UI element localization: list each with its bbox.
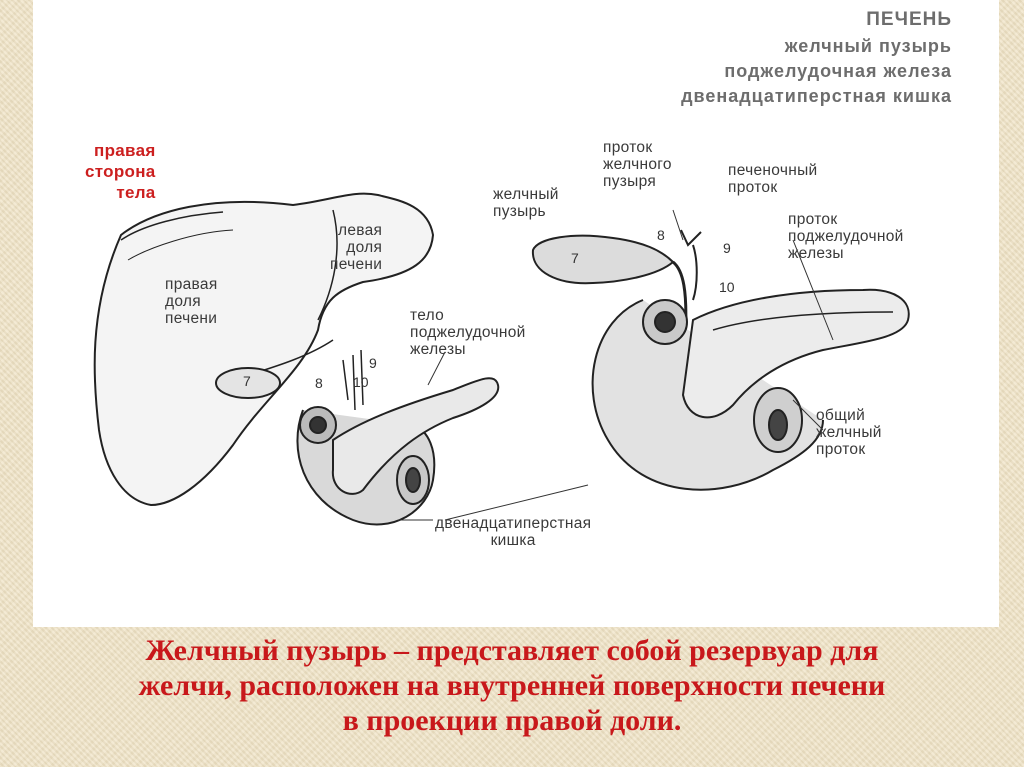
number-right-9: 9 (723, 240, 731, 256)
gallbladder-right (533, 236, 673, 284)
number-left-7: 7 (243, 373, 251, 389)
label-left-lobe: левая доля печени (330, 222, 382, 273)
title-duodenum: двенадцатиперстная кишка (681, 84, 952, 108)
number-right-8: 8 (657, 227, 665, 243)
title-pancreas: поджелудочная железа (724, 59, 952, 83)
label-duodenum: двенадцатиперстная кишка (435, 515, 591, 549)
number-left-10: 10 (353, 374, 369, 390)
caption-line-2: желчи, расположен на внутренней поверхно… (0, 668, 1024, 703)
label-common-bile-duct: общий желчный проток (816, 407, 882, 458)
caption-line-3: в проекции правой доли. (0, 703, 1024, 738)
label-gallbladder: желчный пузырь (493, 186, 559, 220)
anatomy-figure: ПЕЧЕНЬ желчный пузырь поджелудочная желе… (33, 0, 999, 627)
label-right-lobe: правая доля печени (165, 276, 218, 327)
number-left-8: 8 (315, 375, 323, 391)
number-right-7: 7 (571, 250, 579, 266)
label-cystic-duct: проток желчного пузыря (603, 139, 672, 190)
title-liver: ПЕЧЕНЬ (866, 8, 952, 32)
number-left-9: 9 (369, 355, 377, 371)
label-right-side: правая сторона тела (85, 140, 156, 203)
label-hepatic-duct: печеночный проток (728, 162, 817, 196)
label-pancreas-body: тело поджелудочной железы (410, 307, 526, 358)
caption-line-1: Желчный пузырь – представляет собой резе… (0, 633, 1024, 668)
caption: Желчный пузырь – представляет собой резе… (0, 633, 1024, 738)
title-gallbladder: желчный пузырь (785, 34, 952, 58)
label-pancreatic-duct: проток поджелудочной железы (788, 211, 904, 262)
number-right-10: 10 (719, 279, 735, 295)
